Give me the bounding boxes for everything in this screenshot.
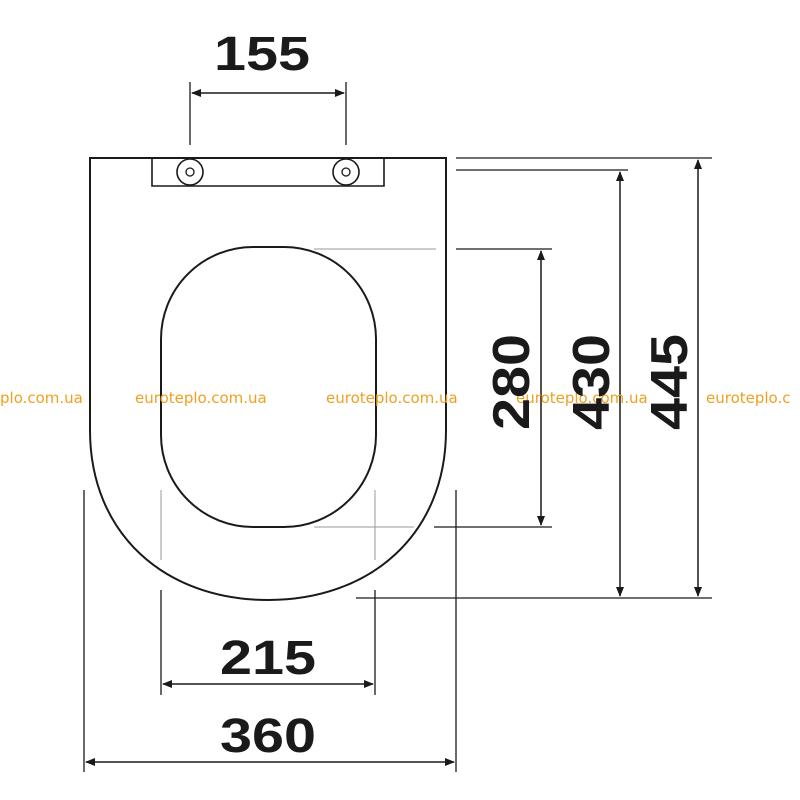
dimension-lines [85,89,702,766]
watermark-text: euroteplo.c [706,389,790,407]
label-seat-length: 430 [563,334,621,430]
inner-opening [160,246,377,528]
hinge-right [332,158,360,186]
hinge-left [176,158,204,186]
watermark-text: plo.com.ua [0,389,83,407]
label-opening-width: 215 [220,632,316,685]
watermark-text: euroteplo.com.ua [135,389,267,407]
hinge-bar [151,158,385,187]
label-opening-length: 280 [483,334,541,430]
watermark-text: euroteplo.com.ua [516,389,648,407]
construction-guides [160,248,436,560]
watermark-text: euroteplo.com.ua [326,389,458,407]
label-overall-width: 360 [220,710,316,763]
label-overall-length: 445 [641,334,699,430]
watermark-row: plo.com.ua euroteplo.com.ua euroteplo.co… [0,389,790,407]
extension-lines [83,82,712,772]
label-hinge-spacing: 155 [214,28,310,81]
seat-outline [89,157,447,602]
